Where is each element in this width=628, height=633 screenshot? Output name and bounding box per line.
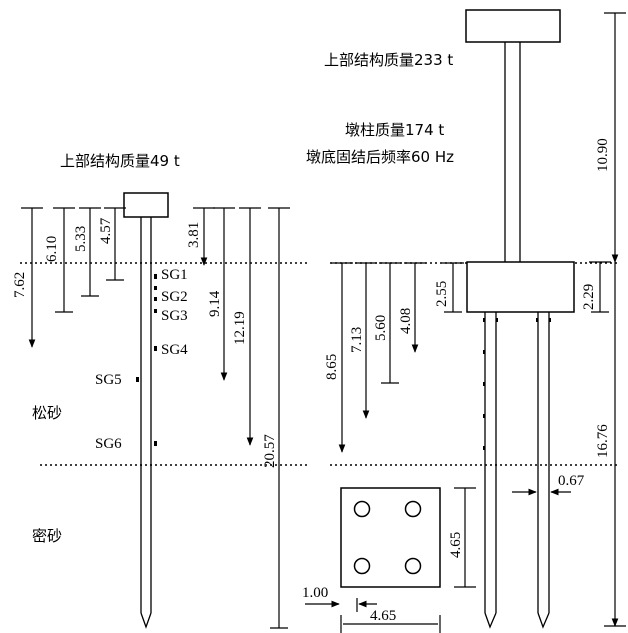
dim-label-plan-side: 4.65: [448, 532, 464, 558]
dim-plan-side: [454, 487, 476, 588]
dim-5-60: [379, 262, 401, 384]
dim-label-12-19: 12.19: [232, 311, 248, 345]
dim-label-2-55: 2.55: [434, 281, 450, 307]
gauge-label-sg5: SG5: [95, 372, 122, 388]
pier-mass-label: 墩柱质量174 t: [345, 121, 444, 139]
right-superstructure-label: 上部结构质量233 t: [324, 51, 453, 69]
dim-label-4-57: 4.57: [98, 217, 114, 244]
dim-label-16-76: 16.76: [595, 424, 611, 458]
dim-label-9-14: 9.14: [207, 290, 223, 317]
dim-label-5-33: 5.33: [73, 226, 89, 252]
dim-label-7-62: 7.62: [12, 272, 28, 298]
pile-group-piles: [484, 312, 550, 629]
dim-10-90: [604, 12, 626, 263]
frequency-label: 墩底固结后频率60 Hz: [306, 148, 454, 166]
left-superstructure-label: 上部结构质量49 t: [60, 152, 180, 170]
dim-4-57: [104, 207, 126, 281]
dim-label-plan-bottom: 4.65: [370, 608, 396, 624]
gauge-label-sg1: SG1: [161, 267, 188, 283]
loose-sand-label: 松砂: [32, 404, 62, 422]
dim-6-10: [53, 207, 75, 313]
plan-view-cap: [340, 487, 441, 588]
dim-label-8-65: 8.65: [324, 354, 340, 380]
plan-view-piles: [353, 500, 422, 575]
dim-label-3-81: 3.81: [186, 222, 202, 248]
gauge-label-sg2: SG2: [161, 289, 188, 305]
dim-7-13: [355, 262, 377, 419]
dim-16-76: [604, 262, 626, 627]
pile-cap: [466, 261, 575, 313]
dim-3-81: [193, 207, 215, 266]
dense-sand-label: 密砂: [32, 527, 62, 545]
dim-label-5-60: 5.60: [373, 315, 389, 341]
dim-2-55: [442, 262, 464, 313]
left-pile: [140, 217, 152, 629]
dim-12-19: [239, 207, 261, 446]
dim-label-2-29: 2.29: [581, 284, 597, 310]
dim-20-57: [268, 207, 290, 629]
dim-2-29: [589, 261, 611, 313]
dim-9-14: [213, 207, 235, 381]
gauge-label-sg4: SG4: [161, 342, 188, 358]
dim-label-6-10: 6.10: [44, 236, 60, 262]
gauge-label-sg6: SG6: [95, 436, 122, 452]
right-superstructure-mass: [465, 9, 561, 43]
dim-label-10-90: 10.90: [595, 138, 611, 172]
dim-5-33: [79, 207, 101, 297]
gauge-label-sg3: SG3: [161, 308, 188, 324]
dim-label-20-57: 20.57: [262, 434, 278, 468]
dim-label-4-08: 4.08: [398, 308, 414, 334]
dim-8-65: [331, 262, 353, 453]
dim-4-08: [404, 262, 426, 353]
dim-7-62: [21, 207, 43, 348]
dim-plan-bottom: [340, 598, 441, 633]
strain-gauge-marks: [136, 274, 157, 446]
left-superstructure-mass: [123, 192, 169, 218]
dim-label-7-13: 7.13: [349, 327, 365, 353]
pier-column: [504, 42, 521, 262]
dim-label-0-67: 0.67: [558, 473, 585, 489]
pile-group-gauge-marks: [483, 318, 551, 450]
dim-label-plan-edge: 1.00: [302, 585, 328, 601]
